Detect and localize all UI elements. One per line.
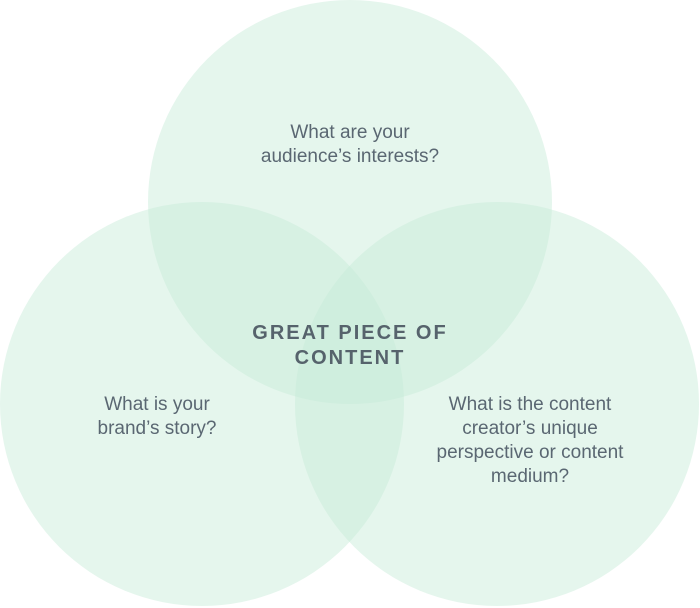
brand-story-label: What is your brand’s story? [57, 393, 257, 441]
creator-perspective-line-4: medium? [490, 466, 570, 487]
center-label-line-1: GREAT PIECE OF [252, 322, 448, 344]
creator-perspective-line-1: What is the content [448, 394, 612, 415]
brand-circle [0, 202, 404, 606]
brand-story-line-2: brand’s story? [97, 418, 217, 439]
audience-circle [148, 0, 552, 404]
audience-interests-label: What are your audience’s interests? [250, 121, 450, 169]
center-label: GREAT PIECE OF CONTENT [200, 321, 500, 371]
creator-perspective-line-3: perspective or content [436, 442, 624, 463]
audience-interests-line-1: What are your [290, 122, 410, 143]
center-label-line-2: CONTENT [294, 347, 406, 369]
creator-circle [295, 202, 699, 606]
brand-story-line-1: What is your [104, 394, 210, 415]
creator-perspective-line-2: creator’s unique [462, 418, 598, 439]
creator-perspective-label: What is the content creator’s unique per… [400, 393, 660, 489]
audience-interests-line-2: audience’s interests? [260, 146, 440, 167]
